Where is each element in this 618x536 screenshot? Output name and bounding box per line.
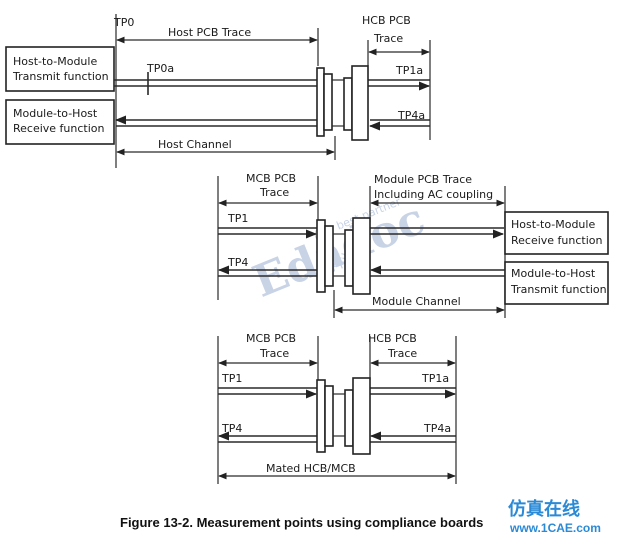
hcb-edge-right [351, 65, 369, 141]
mcb-trace-label: Trace [259, 186, 289, 199]
tp1a-label: TP1a [395, 64, 423, 77]
mcb-connector-right [324, 225, 334, 287]
module-edge-left [344, 229, 354, 287]
mated-mcb-connector-right [324, 385, 334, 447]
host-to-module-transmit-box [5, 46, 115, 92]
rx2-box-line1: Host-to-Module [511, 218, 595, 231]
site-brand: 仿真在线 www.1CAE.com [508, 498, 601, 535]
brand-cn: 仿真在线 [508, 498, 580, 520]
mated-hcb-edge-right [352, 377, 371, 455]
rx-box-line2: Receive function [13, 122, 105, 135]
tp1-label-3: TP1 [221, 372, 242, 385]
module-channel-label: Module Channel [372, 295, 461, 308]
host-connector-right [323, 73, 333, 131]
tx-box-line2: Transmit function [12, 70, 109, 83]
hcb-pcb-label-3: HCB PCB [368, 332, 417, 345]
host-channel-label: Host Channel [158, 138, 232, 151]
tp0-label: TP0 [113, 16, 134, 29]
watermark-logo: Edadoc [246, 193, 432, 308]
tp1-label: TP1 [227, 212, 248, 225]
mcb-trace-label-3: Trace [259, 347, 289, 360]
section-mated-boards: MCB PCB Trace HCB PCB Trace TP1 TP1a TP4… [217, 332, 457, 484]
module-edge-right [352, 217, 371, 295]
hcb-edge-left [343, 77, 353, 131]
tx2-box-line2: Transmit function [510, 283, 607, 296]
hcb-pcb-label: HCB PCB [362, 14, 411, 27]
host-connector-left [316, 67, 325, 137]
mcb-connector-left [316, 219, 326, 293]
host-to-module-receive-box [504, 211, 609, 255]
rx-box-line1: Module-to-Host [13, 107, 98, 120]
mated-label: Mated HCB/MCB [266, 462, 356, 475]
module-to-host-transmit-box [504, 261, 609, 305]
tx2-box-line1: Module-to-Host [511, 267, 596, 280]
section-module-compliance: MCB PCB Trace Module PCB Trace Including… [217, 172, 609, 318]
including-ac-coupling-label: Including AC coupling [374, 188, 493, 201]
brand-url: www.1CAE.com [509, 521, 601, 535]
tp1a-label-3: TP1a [421, 372, 449, 385]
mated-hcb-edge-left [344, 389, 354, 447]
tx-box-line1: Host-to-Module [13, 55, 97, 68]
tp4-label: TP4 [227, 256, 248, 269]
tp0a-label: TP0a [146, 62, 174, 75]
mated-mcb-connector-left [316, 379, 326, 453]
hcb-trace-label: Trace [373, 32, 403, 45]
mcb-pcb-label-3: MCB PCB [246, 332, 296, 345]
tp4a-label: TP4a [397, 109, 425, 122]
host-pcb-trace-label: Host PCB Trace [168, 26, 251, 39]
rx2-box-line2: Receive function [511, 234, 603, 247]
mcb-pcb-label: MCB PCB [246, 172, 296, 185]
module-to-host-receive-box [5, 99, 115, 145]
module-pcb-trace-label: Module PCB Trace [374, 173, 472, 186]
hcb-trace-label-3: Trace [387, 347, 417, 360]
section-host-compliance: TP0 Host PCB Trace HCB PCB Trace Host-to… [5, 14, 431, 168]
tp4-label-3: TP4 [221, 422, 242, 435]
watermark: Edadoc Your best partner 一博科技 [246, 193, 432, 308]
figure-caption: Figure 13-2. Measurement points using co… [120, 515, 483, 530]
tp4a-label-3: TP4a [423, 422, 451, 435]
